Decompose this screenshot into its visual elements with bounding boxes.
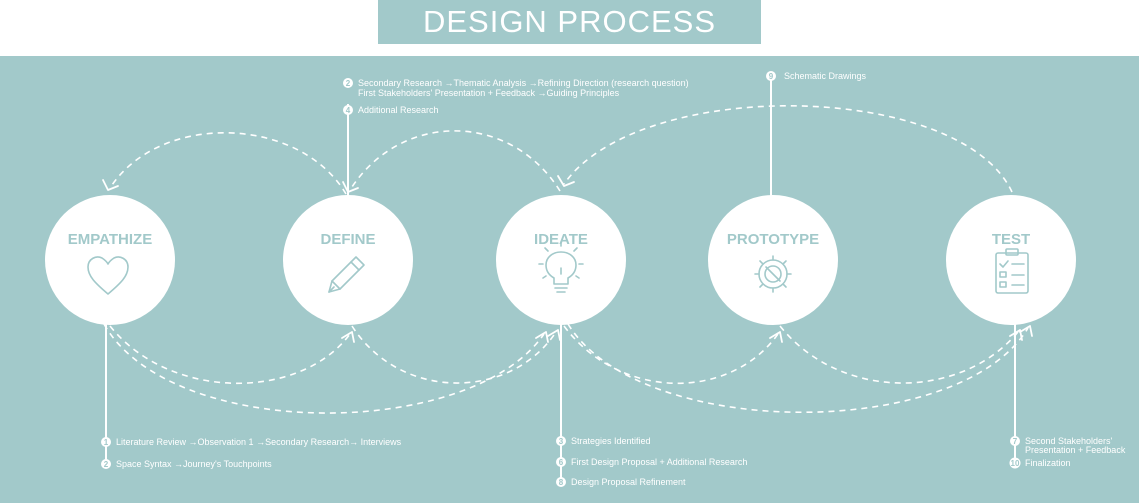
arrowhead [1019, 325, 1033, 337]
arrowhead [535, 331, 549, 343]
step-number: 9 [769, 72, 774, 81]
step-text: Literature Review →Observation 1 →Second… [116, 437, 402, 447]
empathize-steps: 1 Literature Review →Observation 1 →Seco… [101, 437, 402, 469]
clipboard-checklist-icon [995, 248, 1029, 294]
stage-empathize: EMPATHIZE [45, 195, 175, 325]
step-text: Strategies Identified [571, 436, 651, 446]
arrowhead [341, 331, 355, 343]
arrowhead [769, 331, 783, 343]
arc-define-to-ideate [351, 325, 557, 384]
page-title: DESIGN PROCESS [378, 0, 761, 44]
arc-define-to-empathize [109, 132, 347, 195]
diagram-panel: EMPATHIZE DEFINE IDEATE [0, 56, 1139, 503]
step-badge [766, 71, 776, 81]
step-number: 8 [559, 478, 564, 487]
step-badge [343, 105, 353, 115]
ideate-steps: 3 Strategies Identified 6 First Design P… [556, 436, 747, 487]
arc-ideate-to-define [349, 130, 561, 192]
stage-title: EMPATHIZE [68, 231, 152, 248]
arc-prototype-to-test [779, 325, 1019, 384]
step-badge [556, 436, 566, 446]
stage-ideate: IDEATE [496, 195, 626, 325]
upper-arcs [102, 105, 1013, 195]
step-text: First Stakeholders' Presentation + Feedb… [358, 88, 620, 98]
arc-ideate-to-test [567, 323, 1029, 413]
step-badge [343, 78, 353, 88]
arc-ideate-to-prototype [563, 325, 779, 385]
step-text: Space Syntax →Journey's Touchpoints [116, 459, 272, 469]
define-steps: 2 Secondary Research →Thematic Analysis … [343, 78, 689, 115]
arc-empathize-to-define [109, 325, 351, 385]
design-process-diagram: EMPATHIZE DEFINE IDEATE [45, 71, 1126, 487]
stage-prototype: PROTOTYPE [708, 195, 838, 325]
step-number: 10 [1011, 459, 1020, 468]
arrowhead [547, 329, 561, 341]
stage-title: IDEATE [534, 231, 588, 248]
test-steps: 7 Second Stakeholders' Presentation + Fe… [1009, 436, 1126, 469]
step-badge [101, 459, 111, 469]
arrowhead [342, 181, 359, 193]
step-badge [1010, 436, 1020, 446]
step-badge [1009, 457, 1021, 469]
step-text: Finalization [1025, 458, 1071, 468]
step-number: 2 [104, 460, 109, 469]
stage-title: PROTOTYPE [727, 231, 819, 248]
lower-arcs [103, 323, 1033, 414]
stage-test: TEST [946, 195, 1076, 325]
step-badge [556, 457, 566, 467]
stage-title: DEFINE [320, 231, 375, 248]
arc-empathize-to-ideate [103, 323, 545, 414]
stage-title: TEST [992, 231, 1030, 248]
step-number: 4 [346, 106, 351, 115]
step-text: Secondary Research →Thematic Analysis →R… [358, 78, 689, 88]
heart-icon [87, 256, 129, 295]
prototype-steps: 9 Schematic Drawings [766, 71, 867, 81]
step-text: Presentation + Feedback [1025, 445, 1126, 455]
step-number: 2 [346, 79, 351, 88]
gear-wrench-icon [754, 255, 792, 293]
arrowhead [1009, 329, 1023, 341]
step-text: Design Proposal Refinement [571, 477, 686, 487]
stage-define: DEFINE [283, 195, 413, 325]
arc-test-to-ideate [563, 105, 1013, 193]
step-text: Schematic Drawings [784, 71, 867, 81]
step-text: Second Stakeholders' [1025, 436, 1113, 446]
pencil-icon [328, 256, 365, 293]
step-badge [556, 477, 566, 487]
lightbulb-icon [538, 241, 584, 293]
arrowhead [557, 175, 575, 187]
step-number: 1 [104, 438, 109, 447]
step-text: Additional Research [358, 105, 439, 115]
step-number: 6 [559, 458, 564, 467]
step-number: 7 [1013, 437, 1018, 446]
step-number: 3 [559, 437, 564, 446]
step-text: First Design Proposal + Additional Resea… [571, 457, 747, 467]
step-badge [101, 437, 111, 447]
arrowhead [102, 179, 119, 191]
